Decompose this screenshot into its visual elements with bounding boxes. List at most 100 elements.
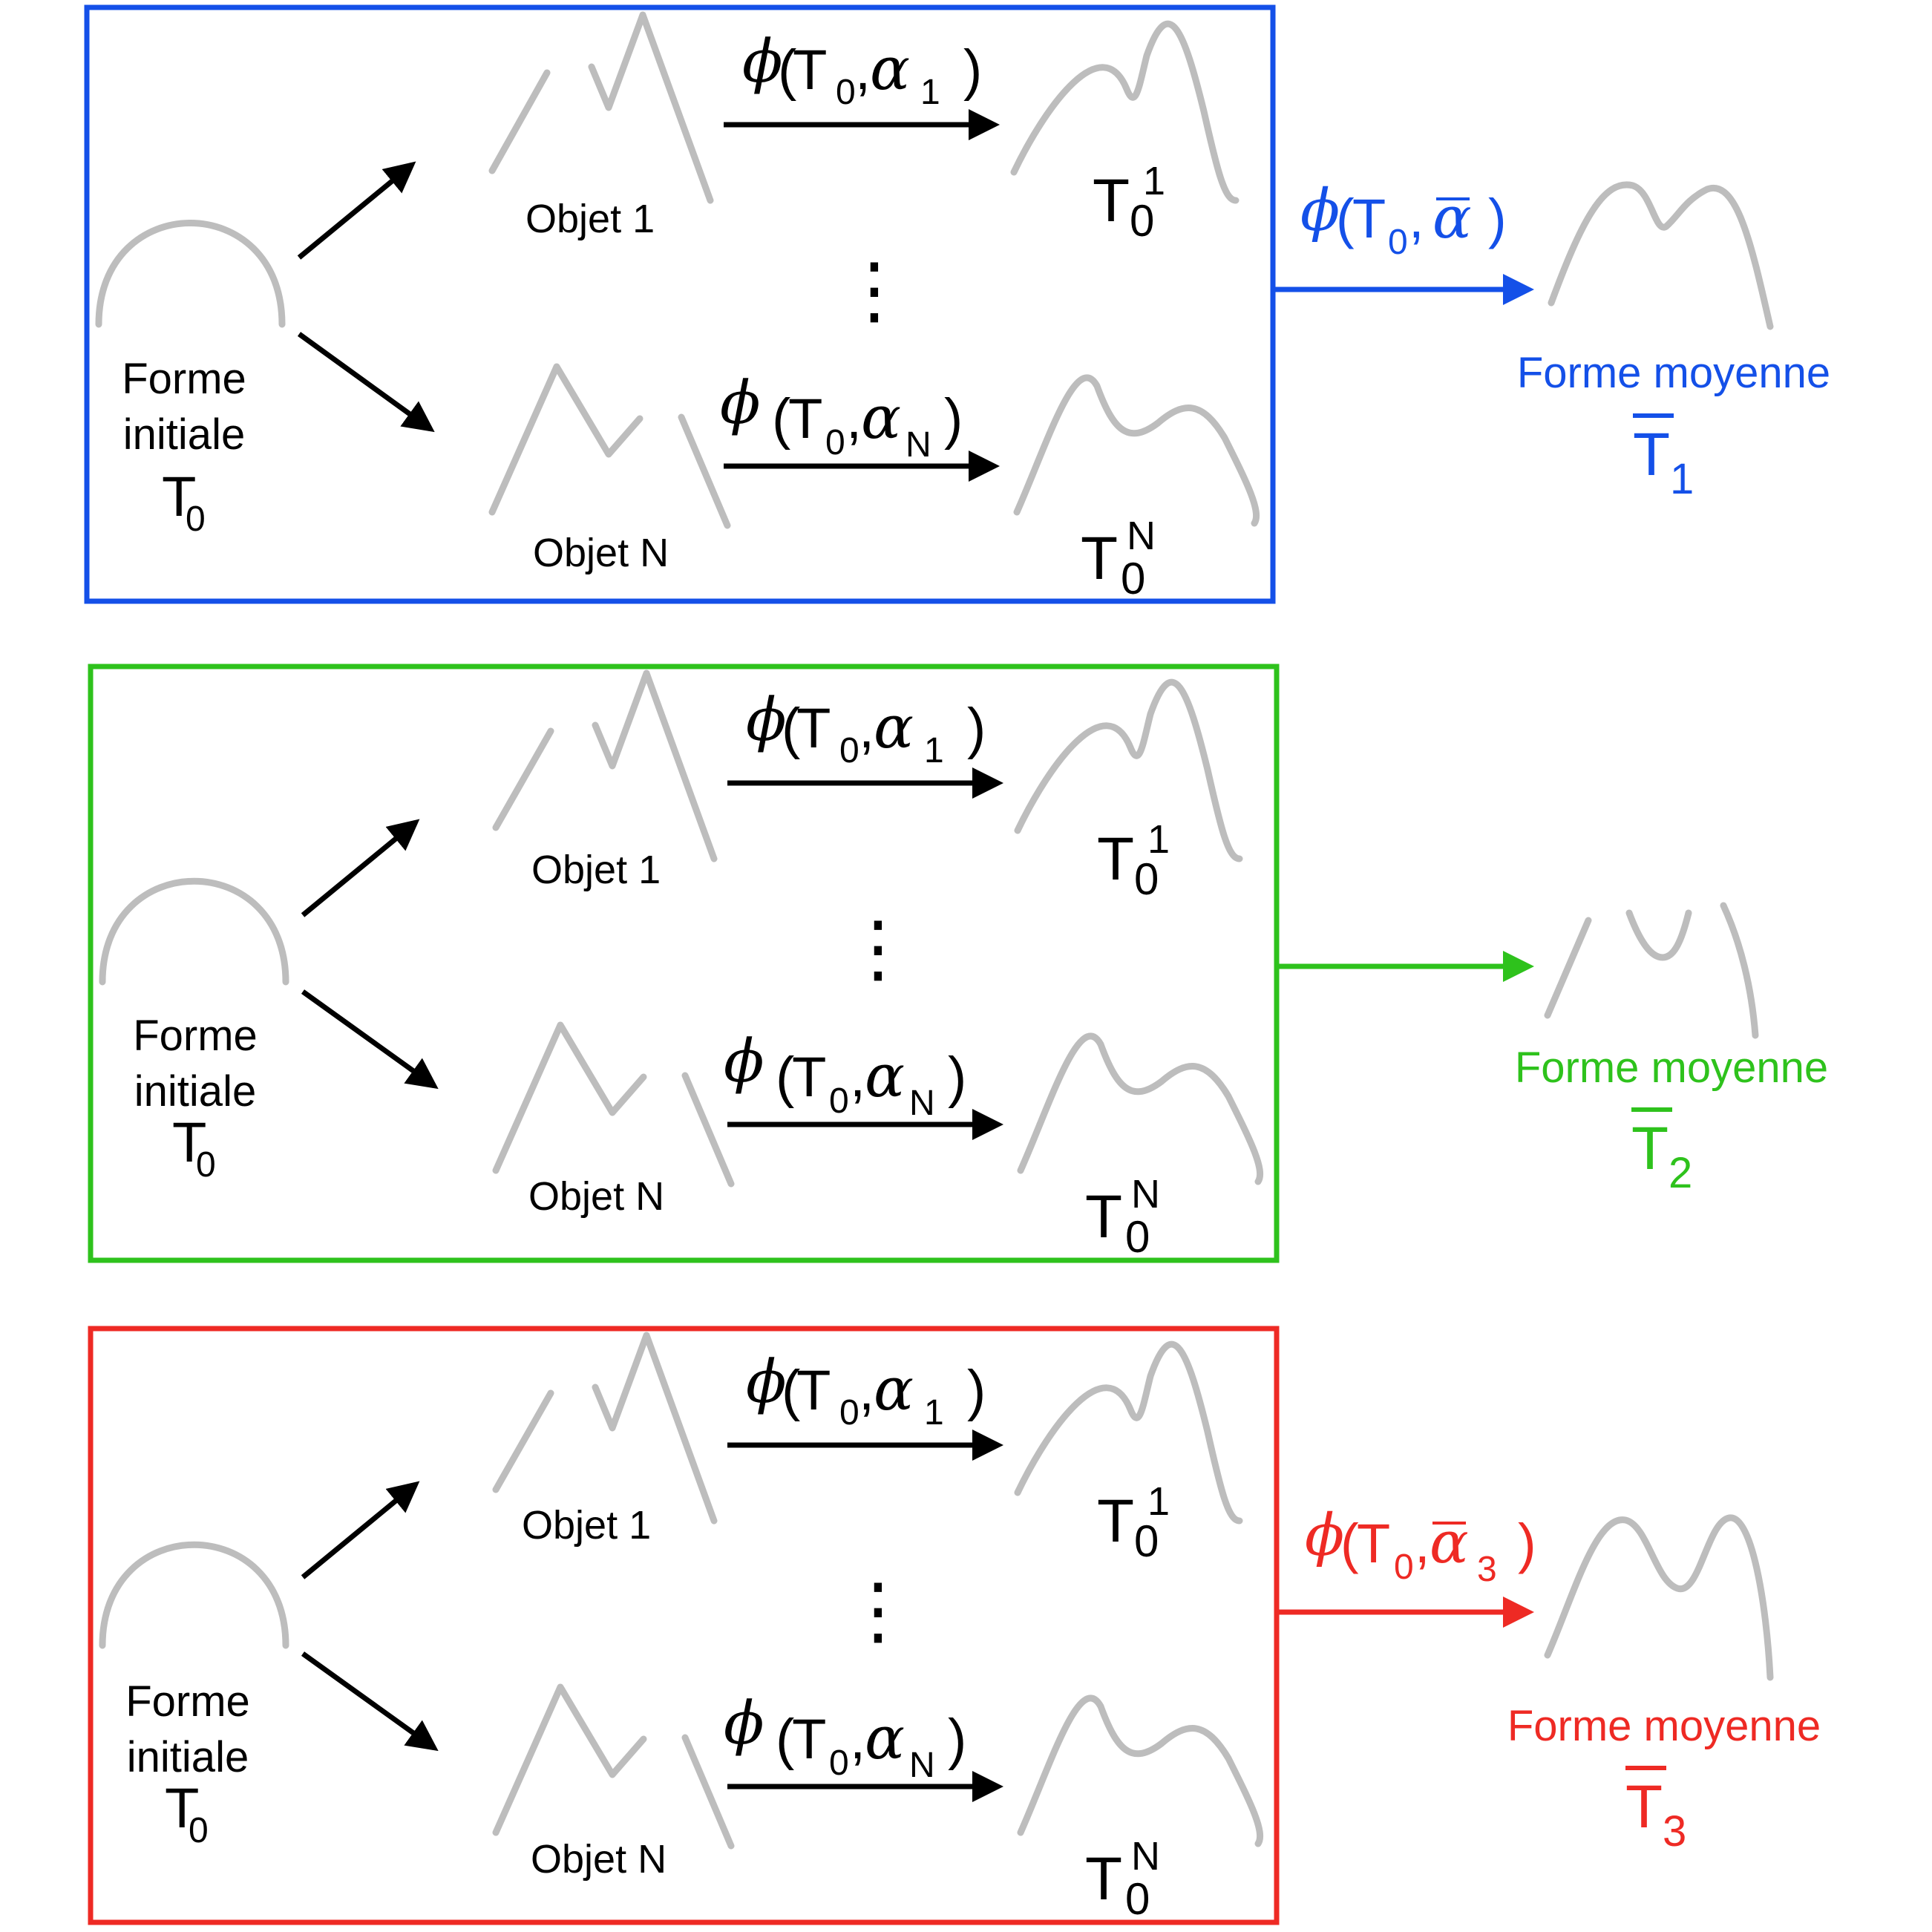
svg-text:(: ( [782,697,800,760]
svg-text:ϕ: ϕ [746,685,787,754]
svg-text:α: α [861,383,901,452]
mean-label-2: Forme moyenne [1515,1044,1828,1092]
svg-text:1: 1 [924,1393,944,1432]
svg-text:T: T [792,1046,826,1109]
svg-text:ϕ: ϕ [746,1347,787,1416]
svg-text:1: 1 [1147,817,1170,862]
transform-label-alpha1: ϕ ( T 0 , α 1 ) [746,685,986,770]
svg-text:): ) [948,1046,966,1109]
svg-text:0: 0 [1134,854,1159,904]
svg-text:N: N [906,425,931,465]
initial-symbol-sub: 0 [189,1811,209,1850]
objectN-label: Objet N [531,1837,667,1882]
result1-shape [1010,20,1240,204]
svg-text:α: α [874,692,914,762]
svg-text:α: α [870,34,910,103]
mean-symbol-3: T [1625,1773,1663,1841]
svg-text:): ) [1518,1513,1536,1574]
panel-3: Forme initiale T 0 Objet 1 Objet N ϕ ( T… [88,1326,1821,1925]
svg-text:,: , [846,387,862,451]
panel-3-frame [88,1326,1280,1925]
svg-text:T: T [1085,1183,1122,1251]
objectN-label: Objet N [528,1174,664,1219]
initial-symbol: T [165,1777,199,1840]
objectN-shape-left [488,363,644,516]
svg-text:ϕ: ϕ [742,27,783,96]
svg-text:N: N [909,1084,935,1123]
svg-text:,: , [859,697,874,760]
svg-text:N: N [1127,514,1156,558]
svg-text:(: ( [782,1359,800,1422]
svg-text:T: T [796,1359,831,1422]
object1-shape-right [588,11,714,204]
svg-text:T: T [1085,1845,1122,1913]
transform-label-alphaN: ϕ ( T 0 , α N ) [720,368,963,465]
mean-shape-2-middle [1625,909,1692,961]
branch-arrow-down [301,989,439,1090]
resultN-symbol: T 0 N [1085,1172,1160,1262]
mean-label-1: Forme moyenne [1517,349,1830,397]
object1-label: Objet 1 [531,848,661,892]
transform-label-alphaN: ϕ ( T 0 , α N ) [724,1689,966,1785]
initial-symbol-sub: 0 [186,500,206,539]
svg-text:0: 0 [1394,1548,1414,1587]
initial-label-line1: Forme [125,1677,250,1726]
svg-text:(: ( [1336,188,1355,249]
mean-symbol-sub-3: 3 [1663,1807,1686,1856]
svg-text:): ) [948,1708,966,1771]
initial-shape-arc [99,1541,289,1649]
output-arrow-label-1: ϕ ( T 0 , α ) [1300,177,1507,262]
resultN-symbol: T 0 N [1085,1834,1160,1924]
svg-text:,: , [850,1046,865,1109]
svg-text:N: N [909,1746,935,1785]
mean-shape-3 [1544,1514,1774,1681]
branch-arrow-down [297,332,435,433]
svg-text:α: α [865,1041,905,1110]
svg-text:0: 0 [1125,1212,1150,1262]
svg-text:T: T [793,39,827,102]
ellipsis-dots: ⋮ [837,249,911,332]
panel-2-frame [88,664,1280,1263]
svg-text:ϕ: ϕ [1300,177,1340,244]
svg-text:T: T [1097,1487,1134,1555]
svg-text:T: T [1097,825,1134,893]
object1-shape-right [592,1332,718,1525]
objectN-shape-right [681,1734,735,1850]
object1-shape-left [492,1389,554,1493]
svg-text:): ) [944,387,963,451]
svg-text:T: T [1357,1513,1390,1574]
panel-1-frame [84,4,1276,604]
initial-symbol-sub: 0 [196,1145,216,1185]
svg-text:1: 1 [920,73,940,112]
svg-text:0: 0 [836,73,856,112]
initial-label-line2: initiale [134,1067,256,1116]
svg-text:,: , [855,39,871,102]
object1-label: Objet 1 [525,197,655,241]
svg-text:T: T [792,1708,826,1771]
svg-text:α: α [1432,185,1472,252]
svg-text:,: , [859,1359,874,1422]
svg-text:T: T [1093,167,1130,235]
transform-label-alpha1: ϕ ( T 0 , α 1 ) [742,27,982,112]
svg-text:0: 0 [829,1743,849,1783]
object1-label: Objet 1 [522,1503,651,1548]
svg-text:3: 3 [1477,1550,1497,1589]
svg-text:ϕ: ϕ [1305,1502,1344,1569]
svg-text:1: 1 [1143,159,1165,203]
svg-text:N: N [1131,1834,1160,1879]
initial-label-line1: Forme [133,1012,258,1060]
panel-1: Forme initiale T 0 Objet 1 Objet N ϕ ( T… [84,4,1830,604]
initial-symbol: T [172,1111,206,1174]
mean-symbol-2: T [1631,1115,1669,1182]
initial-symbol: T [162,465,196,528]
objectN-shape-right [678,413,731,529]
output-arrow-label-3: ϕ ( T 0 , α 3 ) [1305,1502,1536,1589]
branch-arrow-up [301,1481,420,1579]
resultN-shape [1017,1032,1264,1185]
svg-text:(: ( [772,387,790,451]
svg-text:0: 0 [1130,196,1154,246]
svg-text:0: 0 [1121,554,1145,603]
object1-shape-left [492,727,554,831]
svg-text:0: 0 [1134,1516,1159,1566]
initial-shape-arc [99,877,289,986]
